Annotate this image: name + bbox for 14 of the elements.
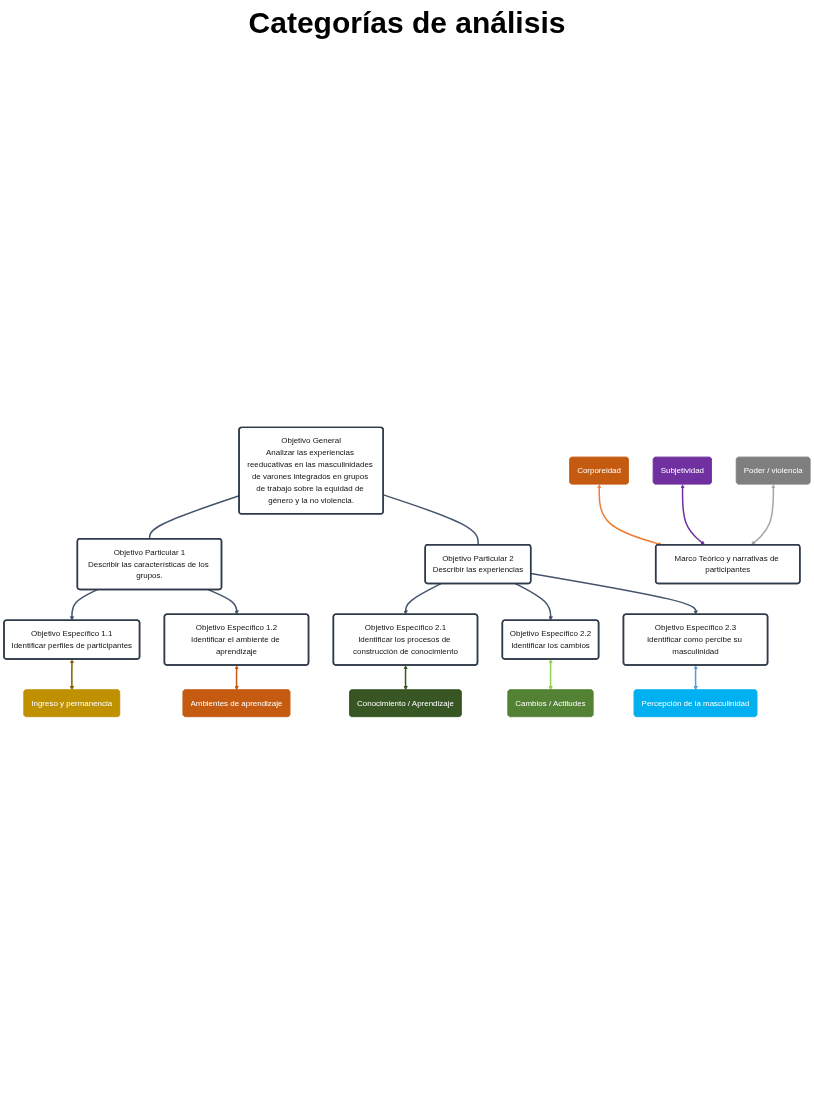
arrow bbox=[548, 659, 553, 691]
arrow bbox=[403, 582, 442, 615]
arrow bbox=[234, 665, 239, 691]
arrow bbox=[751, 484, 776, 546]
arrow bbox=[514, 582, 553, 621]
arrow bbox=[69, 659, 75, 691]
arrow bbox=[680, 484, 705, 546]
arrow bbox=[207, 588, 239, 615]
arrow bbox=[530, 572, 698, 615]
center-heading: Categorías de análisis bbox=[248, 6, 566, 40]
arrow bbox=[597, 484, 663, 546]
arrow bbox=[403, 665, 408, 691]
arrow bbox=[69, 588, 99, 621]
arrow bbox=[693, 665, 698, 691]
